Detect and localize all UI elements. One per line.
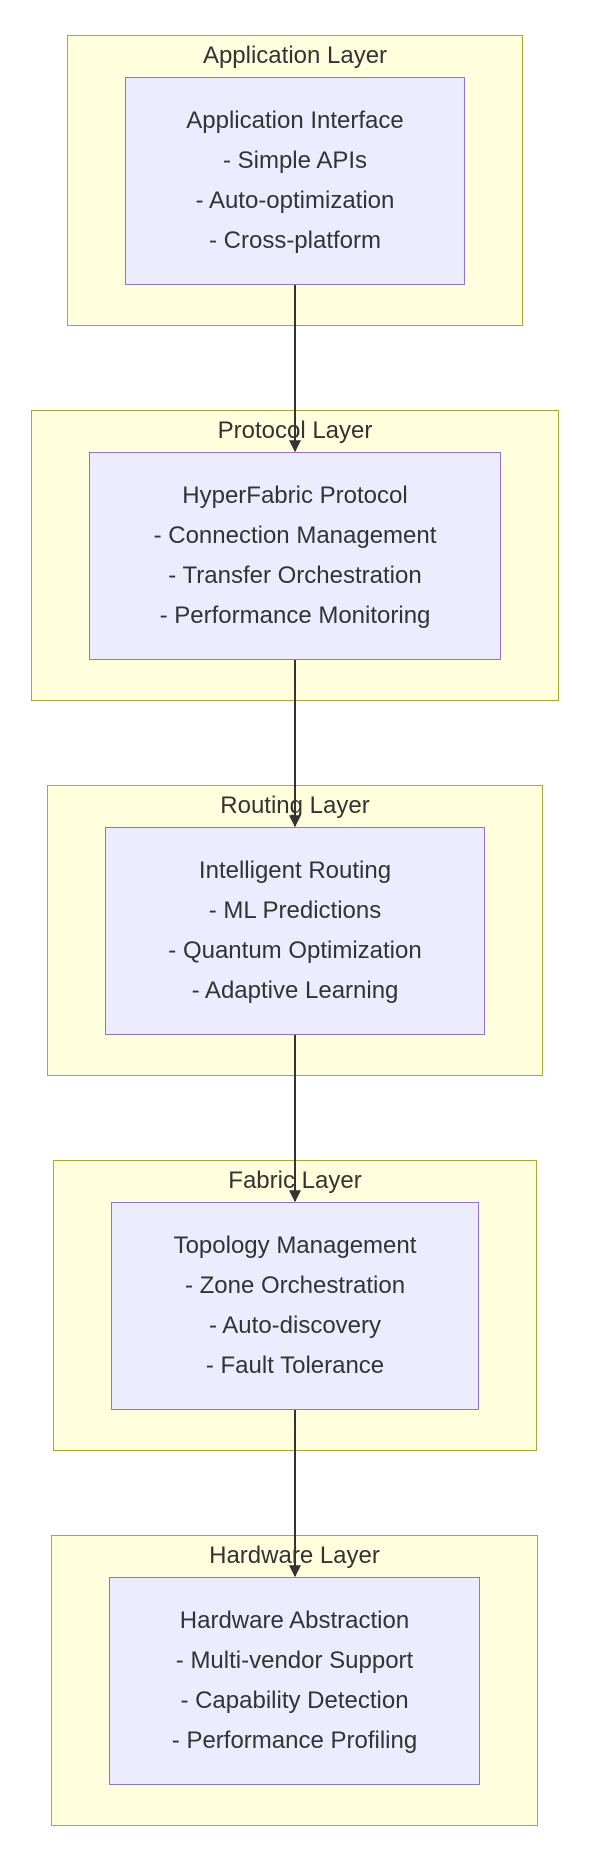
node-title: Topology Management <box>173 1232 417 1259</box>
node-title: Hardware Abstraction <box>179 1607 410 1634</box>
node-feature: - Auto-discovery <box>208 1312 382 1339</box>
node-hardware-abstraction: Hardware Abstraction - Multi-vendor Supp… <box>109 1577 480 1785</box>
layer-title: Routing Layer <box>220 792 370 819</box>
node-feature: - Zone Orchestration <box>184 1272 406 1299</box>
node-application-interface: Application Interface - Simple APIs - Au… <box>125 77 465 285</box>
layer-title: Application Layer <box>202 42 388 69</box>
node-title: Application Interface <box>186 107 404 134</box>
node-feature: - Fault Tolerance <box>205 1352 385 1379</box>
node-feature: - Capability Detection <box>180 1687 409 1714</box>
node-title: Intelligent Routing <box>198 857 392 884</box>
node-hyperfabric-protocol: HyperFabric Protocol - Connection Manage… <box>89 452 501 660</box>
layer-title: Fabric Layer <box>228 1167 362 1194</box>
node-title: HyperFabric Protocol <box>182 482 408 509</box>
node-intelligent-routing: Intelligent Routing - ML Predictions - Q… <box>105 827 485 1035</box>
layer-title: Protocol Layer <box>217 417 373 444</box>
node-feature: - Performance Profiling <box>171 1727 418 1754</box>
node-feature: - Simple APIs <box>222 147 368 174</box>
layer-title: Hardware Layer <box>209 1542 380 1569</box>
node-topology-management: Topology Management - Zone Orchestration… <box>111 1202 479 1410</box>
node-feature: - ML Predictions <box>208 897 382 924</box>
node-feature: - Cross-platform <box>208 227 382 254</box>
node-feature: - Adaptive Learning <box>191 977 399 1004</box>
node-feature: - Quantum Optimization <box>168 937 422 964</box>
node-feature: - Transfer Orchestration <box>168 562 422 589</box>
node-feature: - Multi-vendor Support <box>175 1647 414 1674</box>
node-feature: - Auto-optimization <box>195 187 395 214</box>
node-feature: - Connection Management <box>153 522 437 549</box>
node-feature: - Performance Monitoring <box>159 602 431 629</box>
